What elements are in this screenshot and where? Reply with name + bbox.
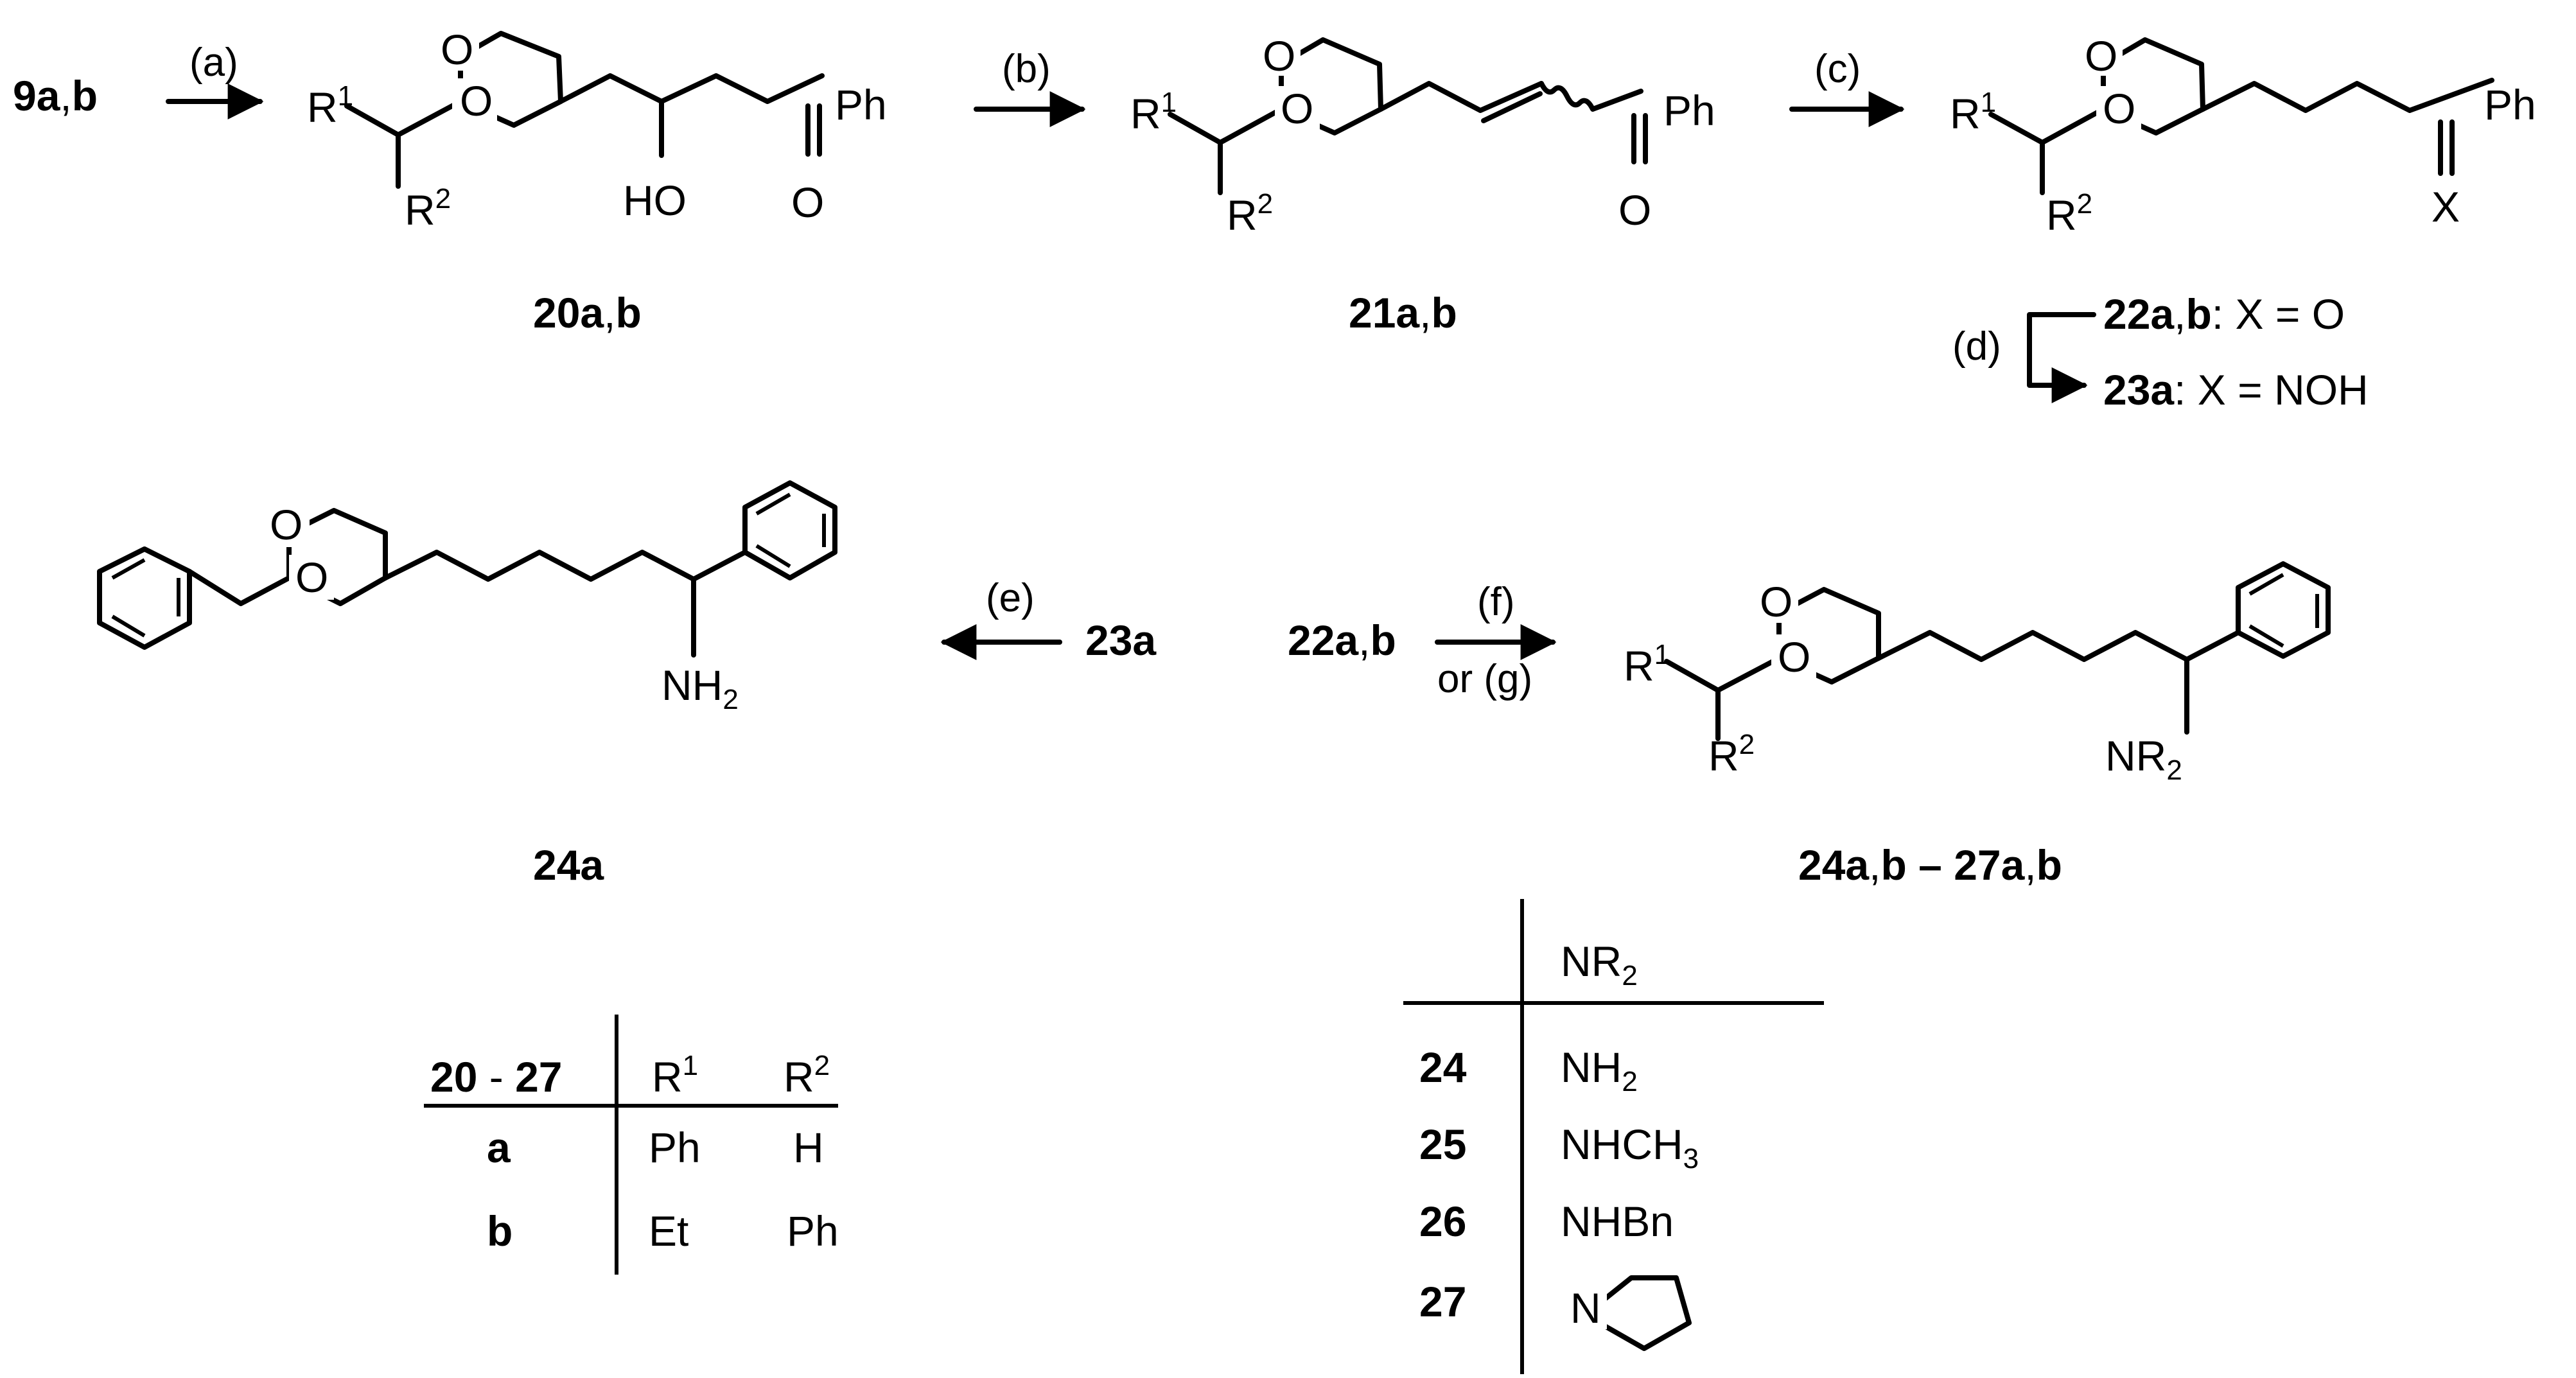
- svg-text:O: O: [2103, 85, 2135, 132]
- svg-text:O: O: [1263, 32, 1295, 80]
- svg-text:R2: R2: [405, 183, 451, 234]
- svg-text:20 - 27: 20 - 27: [430, 1053, 563, 1101]
- amine-table: NR2 24 NH2 25 NHCH3 26 NHBn 27 N: [1403, 899, 1824, 1374]
- compound-21: O O R1 R2 O Ph: [1130, 31, 1715, 239]
- ntable-row-24-val: NH2: [1561, 1043, 1638, 1097]
- svg-text:(f): (f): [1477, 580, 1515, 624]
- svg-text:(a): (a): [189, 40, 238, 85]
- svg-text:R2: R2: [1227, 188, 1273, 239]
- svg-text:(e): (e): [986, 576, 1035, 620]
- arrow-e: (e): [940, 576, 1062, 660]
- svg-text:N: N: [1570, 1284, 1601, 1332]
- ntable-row-26-id: 26: [1419, 1198, 1466, 1245]
- svg-text:(b): (b): [1002, 47, 1051, 91]
- svg-text:(c): (c): [1814, 47, 1861, 91]
- ntable-row-25-val: NHCH3: [1561, 1121, 1699, 1174]
- svg-text:O: O: [2085, 32, 2117, 80]
- rtable-row-b-r1: Et: [649, 1207, 688, 1255]
- svg-text:O: O: [1618, 186, 1651, 234]
- svg-text:O: O: [1281, 85, 1313, 132]
- compound-20-label: 20a,b: [533, 289, 642, 336]
- svg-text:O: O: [791, 179, 824, 226]
- svg-text:R1: R1: [652, 1050, 698, 1101]
- arrow-c: (c): [1789, 47, 1905, 127]
- svg-text:O: O: [1778, 633, 1810, 681]
- arrow-d: (d): [1952, 312, 2096, 403]
- svg-text:NH2: NH2: [662, 661, 739, 715]
- svg-text:or (g): or (g): [1437, 657, 1532, 701]
- compound-24a: O O NH2: [97, 480, 837, 715]
- compound-24-27: O O R1 R2 NR2: [1624, 561, 2331, 786]
- svg-text:O: O: [441, 26, 473, 73]
- compound-23a-ref: 23a: [1085, 616, 1157, 664]
- compound-24-27-label: 24a,b – 27a,b: [1798, 841, 2062, 889]
- svg-text:X: X: [2431, 183, 2460, 231]
- compound-21-label: 21a,b: [1349, 289, 1457, 336]
- rtable-row-a-r1: Ph: [649, 1124, 701, 1171]
- svg-text:O: O: [1760, 578, 1792, 625]
- svg-text:R1: R1: [1950, 87, 1996, 137]
- compound-20: O O R1 R2 HO O Ph: [307, 26, 887, 234]
- svg-text:R1: R1: [307, 80, 353, 131]
- pyrrolidine-ring: N: [1567, 1275, 1692, 1351]
- ntable-row-27-id: 27: [1419, 1278, 1466, 1325]
- start-label: 9a,b: [13, 72, 98, 119]
- ntable-row-25-id: 25: [1419, 1121, 1466, 1168]
- arrow-f: (f) or (g): [1435, 580, 1557, 701]
- svg-text:NR2: NR2: [1561, 938, 1638, 991]
- substituent-table: 20 - 27 R1 R2 a Ph H b Et Ph: [424, 1015, 839, 1275]
- compound-22-ref: 22a,b: [1288, 616, 1396, 664]
- svg-text:Ph: Ph: [835, 81, 887, 128]
- svg-text:O: O: [295, 554, 328, 601]
- svg-text:R2: R2: [1708, 729, 1755, 780]
- svg-text:HO: HO: [623, 177, 687, 224]
- rtable-row-b-id: b: [487, 1207, 513, 1255]
- svg-text:(d): (d): [1952, 324, 2001, 369]
- svg-text:NR2: NR2: [2105, 732, 2182, 786]
- compound-22-label: 22a,b: X = O: [2103, 290, 2345, 338]
- compound-23-label: 23a: X = NOH: [2103, 366, 2369, 414]
- rtable-row-a-r2: H: [793, 1124, 824, 1171]
- svg-text:Ph: Ph: [2484, 81, 2536, 128]
- svg-text:R2: R2: [2046, 188, 2092, 239]
- rtable-row-a-id: a: [487, 1124, 511, 1171]
- ntable-row-26-val: NHBn: [1561, 1198, 1674, 1245]
- svg-text:R1: R1: [1130, 87, 1177, 137]
- svg-text:O: O: [460, 77, 493, 125]
- arrow-a: (a): [166, 40, 264, 119]
- compound-24a-label: 24a: [533, 841, 604, 889]
- svg-text:R2: R2: [784, 1050, 830, 1101]
- arrow-b: (b): [974, 47, 1086, 127]
- rtable-row-b-r2: Ph: [787, 1207, 839, 1255]
- ntable-row-24-id: 24: [1419, 1043, 1467, 1091]
- svg-text:R1: R1: [1624, 639, 1670, 690]
- svg-text:O: O: [270, 501, 302, 548]
- compound-22: O O R1 R2 X Ph: [1950, 31, 2536, 239]
- svg-text:Ph: Ph: [1663, 87, 1715, 134]
